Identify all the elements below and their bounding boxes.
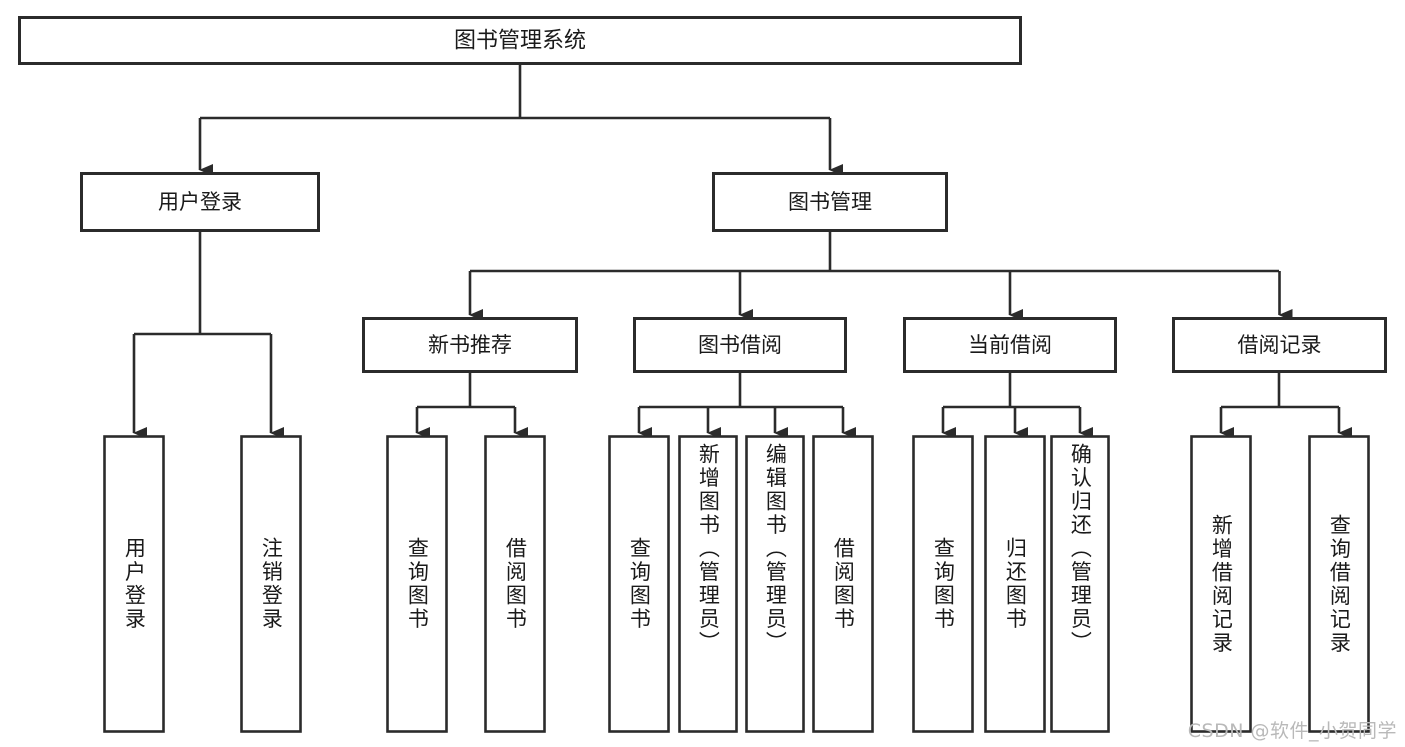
boxes-layer	[18, 16, 1387, 733]
level3-node-1-label: 图书借阅	[698, 333, 782, 357]
leaf-node-12-box[interactable]	[1308, 435, 1370, 733]
level3-node-2-label: 当前借阅	[968, 333, 1052, 357]
leaf-node-2-box[interactable]	[386, 435, 448, 733]
leaf-node-7-box[interactable]	[812, 435, 874, 733]
level2-node-0-label: 用户登录	[158, 190, 242, 214]
root-node-box[interactable]	[18, 16, 1022, 65]
level3-node-0-box[interactable]	[362, 317, 578, 373]
leaf-node-4-box[interactable]	[608, 435, 670, 733]
leaf-node-1-box[interactable]	[240, 435, 302, 733]
level2-node-0-box[interactable]	[80, 172, 320, 232]
level3-node-3-label: 借阅记录	[1238, 333, 1322, 357]
leaf-node-0-box[interactable]	[103, 435, 165, 733]
level2-node-1-label: 图书管理	[788, 190, 872, 214]
level3-node-0-label: 新书推荐	[428, 333, 512, 357]
leaf-node-6-box[interactable]	[745, 435, 805, 733]
leaf-node-11-box[interactable]	[1190, 435, 1252, 733]
level3-node-3-box[interactable]	[1172, 317, 1387, 373]
leaf-node-8-box[interactable]	[912, 435, 974, 733]
edges-layer	[132, 65, 1352, 439]
leaf-node-5-box[interactable]	[678, 435, 738, 733]
level3-node-2-box[interactable]	[903, 317, 1117, 373]
leaf-node-9-box[interactable]	[984, 435, 1046, 733]
csdn-watermark: CSDN @软件_小贺同学	[1187, 720, 1397, 742]
root-node-label: 图书管理系统	[454, 29, 586, 54]
leaf-node-3-box[interactable]	[484, 435, 546, 733]
level2-node-1-box[interactable]	[712, 172, 948, 232]
level3-node-1-box[interactable]	[633, 317, 847, 373]
leaf-node-10-box[interactable]	[1050, 435, 1110, 733]
